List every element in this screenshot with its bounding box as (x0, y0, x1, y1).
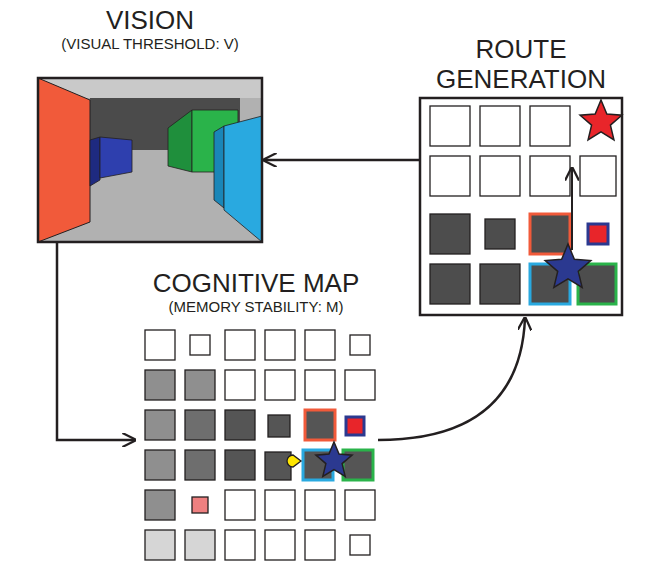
panel-node: ROUTE GENERATION (420, 34, 622, 315)
vision-scene (38, 78, 262, 242)
panel-node: VISION(VISUAL THRESHOLD: V) (38, 5, 262, 242)
route-grid (420, 98, 622, 315)
panel-subheading: (MEMORY STABILITY: M) (137, 298, 375, 316)
panel-heading: COGNITIVE MAP (137, 268, 375, 298)
flow-arrow (378, 318, 525, 440)
connector-layer (57, 160, 525, 440)
panel-node: COGNITIVE MAP(MEMORY STABILITY: M) (137, 268, 375, 575)
panel-heading: ROUTE GENERATION (420, 34, 622, 94)
flow-arrow (264, 159, 420, 162)
panel-subheading: (VISUAL THRESHOLD: V) (38, 35, 262, 53)
cognitive-grid (145, 330, 375, 560)
flow-arrow (57, 242, 135, 440)
panel-heading: VISION (38, 5, 262, 35)
